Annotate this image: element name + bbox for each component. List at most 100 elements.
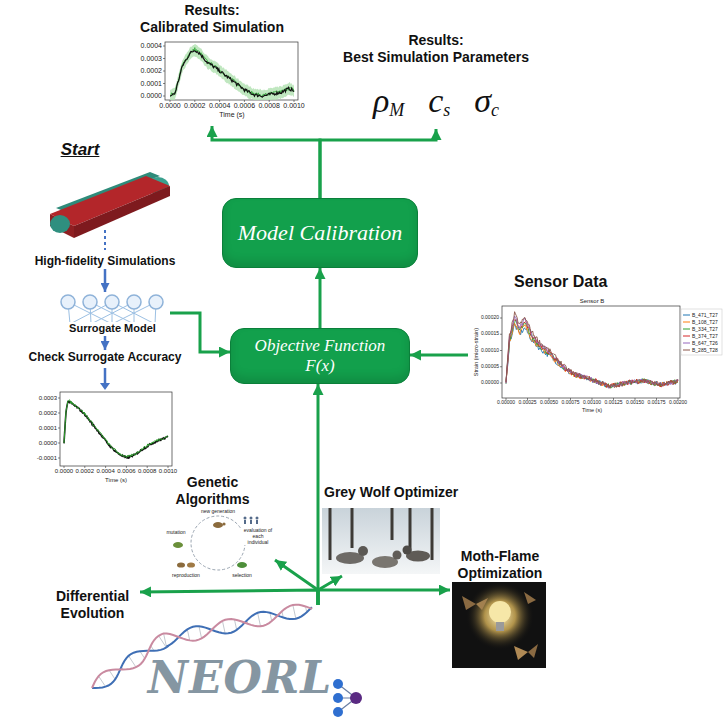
tick-label: 0.0004 <box>141 42 162 50</box>
tick-label: 0.00020 <box>481 315 499 321</box>
tick-mark <box>64 466 65 468</box>
optimizer-panel: Grey Wolf Optimizer <box>322 484 464 576</box>
dna-helix <box>109 670 115 679</box>
tick-label: 0.00175 <box>647 400 665 406</box>
parameter-symbol: σc <box>474 82 499 129</box>
lamp-photo <box>452 582 546 668</box>
calibrated-curve <box>170 44 294 100</box>
node-text: Differential Evolution <box>45 588 140 622</box>
tick-label: 0.0001 <box>39 425 57 432</box>
neural-net-icon <box>105 295 119 309</box>
tick-label: 0.0010 <box>159 468 177 475</box>
tick-label: 0.00150 <box>626 400 644 406</box>
wolf-photo <box>358 546 368 556</box>
plot-frame <box>165 42 298 100</box>
cycle-label: mutation <box>165 530 186 536</box>
model-panel: Surrogate Model <box>55 292 170 336</box>
tick-mark <box>294 100 295 102</box>
cycle-label: reproduction <box>171 573 201 579</box>
calibrated-curve <box>170 51 294 98</box>
node-text: Grey Wolf Optimizer <box>324 484 464 501</box>
node-text: NEORL <box>105 653 375 703</box>
ga-cycle-icon <box>256 520 258 524</box>
logo-network <box>333 693 343 703</box>
flow-arrow <box>170 313 230 352</box>
tick-label: 0.0008 <box>138 468 156 475</box>
tick-label: 0.0002 <box>141 67 162 75</box>
tick-label: 0.0000 <box>159 102 180 110</box>
plot-title: Sensor B <box>580 298 605 305</box>
lamp-photo <box>496 622 504 631</box>
tick-label: 0.0006 <box>117 468 135 475</box>
lamp-photo <box>462 596 476 610</box>
tick-label: 0.00050 <box>540 400 558 406</box>
dna-helix <box>129 656 136 667</box>
conveyor-model <box>50 215 70 233</box>
dna-helix <box>222 621 225 634</box>
logo-network <box>333 679 343 689</box>
logo-network <box>350 692 362 704</box>
flow-arrow <box>317 384 320 605</box>
tick-mark <box>500 334 502 335</box>
flow-arrow <box>318 590 450 605</box>
parameter-symbol: ρM <box>373 82 404 129</box>
dna-helix <box>234 619 236 629</box>
legend-text: B_471_T27 <box>692 312 718 318</box>
tick-mark <box>500 318 502 319</box>
tick-mark <box>244 100 245 102</box>
tick-mark <box>58 458 60 459</box>
conveyor-model <box>74 186 170 238</box>
ga-cycle-icon <box>191 516 245 570</box>
tick-label: 0.0004 <box>209 102 230 110</box>
tick-mark <box>500 383 502 384</box>
legend-text: B_334_T27 <box>692 326 718 332</box>
logo-network <box>333 707 343 717</box>
tick-mark <box>126 466 127 468</box>
node-text: Objective Function F(x) <box>241 336 399 376</box>
tick-label: 0.00075 <box>561 400 579 406</box>
tick-mark <box>163 58 165 59</box>
parameter-symbol: cs <box>428 82 450 129</box>
calibrated-curve <box>170 48 294 97</box>
node-text: Results: <box>336 32 536 49</box>
tick-mark <box>163 96 165 97</box>
tick-mark <box>163 83 165 84</box>
wolf-photo <box>393 551 402 560</box>
node-text: Best Simulation Parameters <box>336 49 536 66</box>
tick-label: 0.0002 <box>184 102 205 110</box>
tick-mark <box>163 46 165 47</box>
cycle-label: new generation <box>200 509 236 515</box>
tick-label: 0.0003 <box>141 54 162 62</box>
sensor-curve <box>506 320 678 388</box>
tick-label: 0.0010 <box>283 102 304 110</box>
node-text: Genetic Algorithms <box>168 474 258 508</box>
dna-helix <box>258 613 261 626</box>
tick-label: 0.0004 <box>96 468 114 475</box>
ga-cycle-icon <box>237 562 247 568</box>
axis-title: Time (s) <box>582 407 602 413</box>
tick-mark <box>500 366 502 367</box>
tick-mark <box>58 413 60 414</box>
tick-mark <box>58 398 60 399</box>
flow-arrow <box>410 354 468 357</box>
ga-cycle-icon <box>222 522 225 525</box>
dna-helix <box>293 605 296 619</box>
legend-sample <box>683 315 690 350</box>
dna-helix <box>164 633 167 646</box>
tick-label: 0.0003 <box>39 395 57 402</box>
flow-hint-arrow <box>104 368 107 384</box>
tick-mark <box>58 443 60 444</box>
lamp-photo <box>524 592 536 604</box>
tick-label: 0.00005 <box>481 364 499 370</box>
node-text: Sensor Data <box>514 272 722 291</box>
tick-label: 0.00000 <box>497 400 515 406</box>
axis-title: Strain (micro-strain) <box>473 328 479 376</box>
start-label: Start <box>61 140 100 160</box>
cycle-label: evaluation of each individual <box>241 528 275 545</box>
flow-arrow <box>319 268 322 328</box>
node-text: Moth-Flame Optimization <box>453 548 548 582</box>
conveyor-model <box>50 172 170 250</box>
legend-text: B_647_T26 <box>692 340 718 346</box>
legend-text: B_374_T27 <box>692 333 718 339</box>
